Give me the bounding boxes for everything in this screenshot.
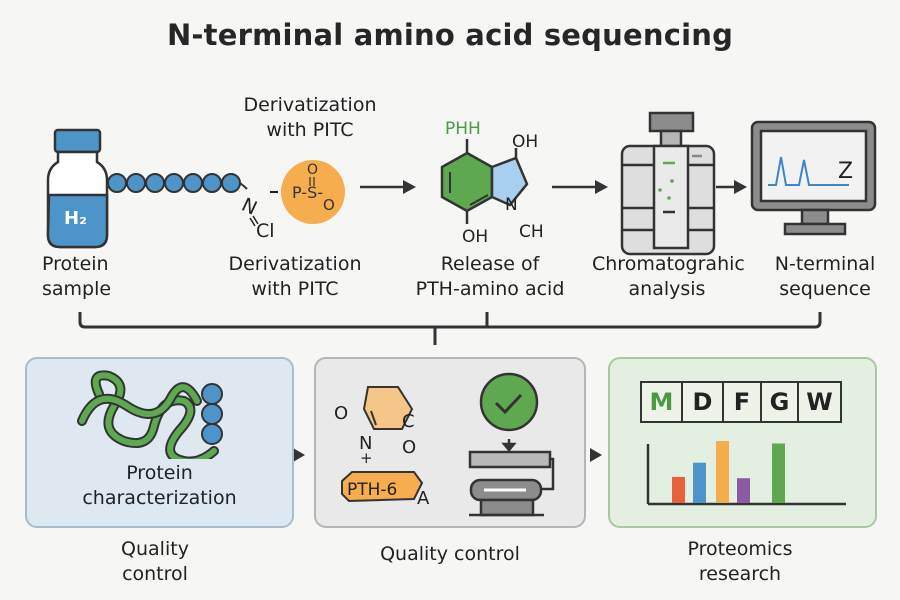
svg-text:O: O [323, 196, 335, 214]
qc-graphics: O C O N + PTH-6 A [334, 372, 555, 517]
svg-text:OH: OH [462, 227, 488, 247]
step-sequence-label: N-terminal sequence [774, 253, 876, 300]
amino-acid-chain [107, 173, 248, 193]
pitc-reagent-icon: N Cl P-S- O O [238, 160, 345, 242]
panel-1-caption: Quality control [121, 538, 189, 585]
panel-arrows [293, 448, 602, 462]
panel-3-caption: Proteomics research [687, 538, 793, 585]
vial-label: H₂ [64, 208, 87, 229]
bar-chart-icon [646, 441, 846, 506]
panel-proteomics: M D F G W [608, 357, 877, 528]
svg-text:N: N [505, 195, 518, 215]
svg-text:P-S-: P-S- [292, 183, 323, 202]
flow-arrows [360, 180, 747, 194]
bar-0 [672, 476, 685, 503]
sequence-residue: M [642, 383, 683, 421]
vial-icon [46, 128, 109, 249]
svg-text:PHH: PHH [445, 119, 481, 139]
chromatography-column-icon [620, 111, 716, 256]
bar-1 [693, 462, 706, 503]
svg-text:+: + [360, 449, 373, 467]
sequence-residue: F [724, 383, 762, 421]
sequence-residue: W [806, 388, 833, 416]
sequence-strip: M D F G W [640, 381, 842, 423]
check-icon [479, 372, 539, 432]
protein-fold-icon [77, 370, 223, 459]
monitor-chromatogram-icon [750, 120, 877, 236]
oxazolone-ring-icon: O C O N + PTH-6 A [334, 386, 430, 509]
step-release-label: Release of PTH-amino acid [415, 253, 565, 300]
bracket-connector [78, 312, 822, 345]
bar-2 [716, 441, 729, 503]
panel-quality-control: O C O N + PTH-6 A [314, 357, 586, 528]
svg-text:O: O [334, 403, 348, 424]
svg-text:CH: CH [519, 222, 544, 242]
step-protein-sample-label: Protein sample [42, 253, 112, 300]
monitor-text: Z [838, 159, 853, 184]
sequencer-device-icon [468, 439, 555, 517]
sequence-residue: G [762, 383, 799, 421]
bar-4 [772, 443, 785, 503]
svg-text:O: O [402, 437, 416, 458]
pth-molecule-icon: PHH OH OH N CH [440, 119, 544, 247]
page-title: N-terminal amino acid sequencing [166, 18, 734, 52]
svg-text:A: A [417, 488, 430, 509]
panel-2-caption: Quality control [380, 543, 520, 565]
panel-protein-label-line1: Protein [126, 462, 193, 484]
panel-protein-characterization: Protein characterization [25, 357, 294, 528]
svg-text:Cl: Cl [256, 220, 275, 242]
sequence-residue: D [683, 383, 724, 421]
step-chromatography-label: Chromatograhic analysis [592, 253, 745, 300]
svg-text:N: N [238, 194, 260, 220]
panel-protein-label-line2: characterization [82, 487, 237, 509]
svg-text:O: O [307, 162, 318, 178]
svg-text:PTH-6: PTH-6 [347, 480, 397, 500]
svg-text:N: N [359, 433, 372, 454]
svg-text:OH: OH [512, 132, 538, 152]
svg-text:C: C [402, 411, 415, 432]
step-pitc-caption: Derivatization with PITC [243, 94, 377, 141]
bar-3 [737, 478, 750, 503]
step-pitc-label: Derivatization with PITC [228, 253, 362, 300]
